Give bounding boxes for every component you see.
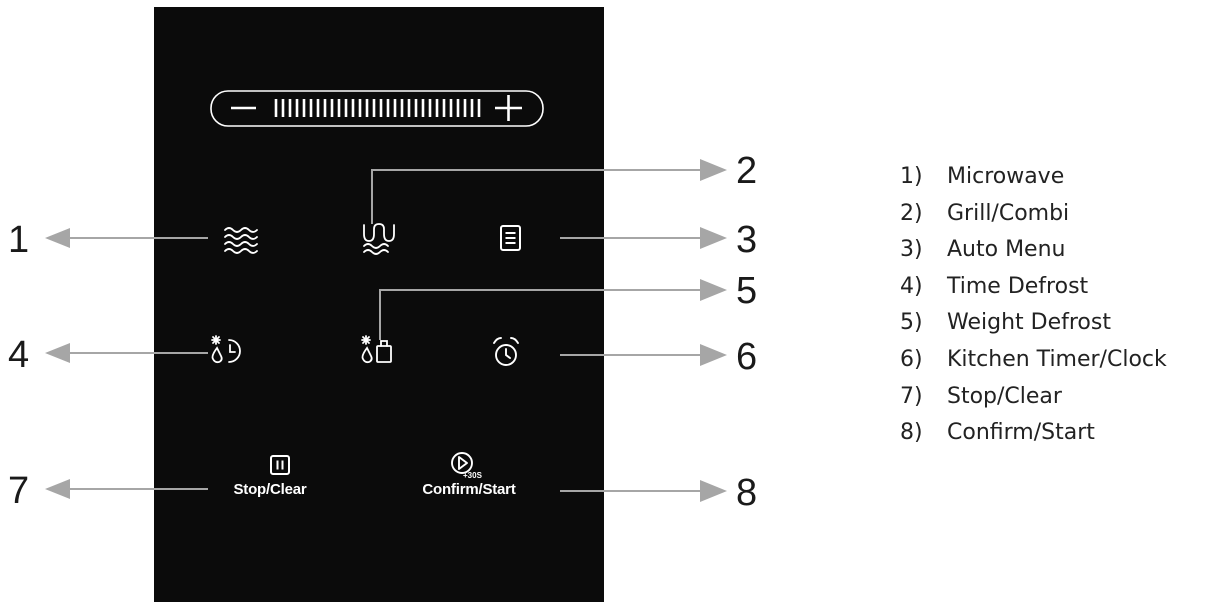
legend-label: Time Defrost — [947, 273, 1089, 299]
auto-menu-icon[interactable] — [500, 225, 521, 251]
callout-4: 4 — [8, 334, 30, 376]
legend-label: Weight Defrost — [947, 310, 1111, 336]
confirm-start-label[interactable]: Confirm/Start — [422, 481, 516, 498]
legend-label: Stop/Clear — [947, 383, 1062, 409]
legend-number: 1) — [900, 164, 923, 189]
grill-combi-icon[interactable] — [363, 223, 395, 255]
stop-clear-label[interactable]: Stop/Clear — [233, 481, 307, 498]
microwave-waves-icon[interactable] — [224, 227, 258, 254]
legend-label: Auto Menu — [947, 237, 1066, 263]
legend-label: Microwave — [947, 164, 1065, 189]
legend-number: 4) — [900, 273, 923, 299]
legend-item: 2) Grill/Combi — [900, 196, 1167, 233]
legend-number: 8) — [900, 420, 923, 446]
legend-item: 8) Confirm/Start — [900, 415, 1167, 452]
callout-5: 5 — [736, 270, 758, 312]
legend-label: Kitchen Timer/Clock — [947, 346, 1167, 372]
legend-number: 2) — [900, 200, 923, 226]
callout-6: 6 — [736, 336, 758, 378]
callout-3: 3 — [736, 219, 758, 261]
callout-1: 1 — [8, 219, 30, 261]
legend-label: Grill/Combi — [947, 200, 1070, 226]
legend-item: 4) Time Defrost — [900, 269, 1167, 306]
plus-30s-badge: +30S — [463, 471, 482, 480]
legend-number: 5) — [900, 310, 923, 336]
legend-label: Confirm/Start — [947, 420, 1095, 446]
alarm-clock-icon[interactable] — [493, 337, 519, 366]
pause-icon[interactable] — [270, 455, 290, 475]
callout-8: 8 — [736, 472, 758, 514]
legend-item: 5) Weight Defrost — [900, 305, 1167, 342]
power-slider[interactable] — [210, 90, 544, 127]
callout-2: 2 — [736, 150, 758, 192]
legend-number: 6) — [900, 346, 923, 372]
legend-number: 7) — [900, 383, 923, 409]
callout-arrows — [45, 159, 727, 502]
legend-item: 6) Kitchen Timer/Clock — [900, 342, 1167, 379]
legend-list: 1) Microwave 2) Grill/Combi 3) Auto Menu 4)… — [900, 159, 1167, 452]
legend-item: 7) Stop/Clear — [900, 379, 1167, 416]
weight-defrost-icon[interactable] — [361, 335, 392, 364]
legend-item: 3) Auto Menu — [900, 232, 1167, 269]
legend-number: 3) — [900, 237, 923, 263]
callout-7: 7 — [8, 470, 30, 512]
slider-scale — [274, 99, 481, 117]
time-defrost-icon[interactable] — [211, 335, 241, 364]
play-icon[interactable] — [451, 452, 473, 474]
legend-item: 1) Microwave — [900, 159, 1167, 196]
